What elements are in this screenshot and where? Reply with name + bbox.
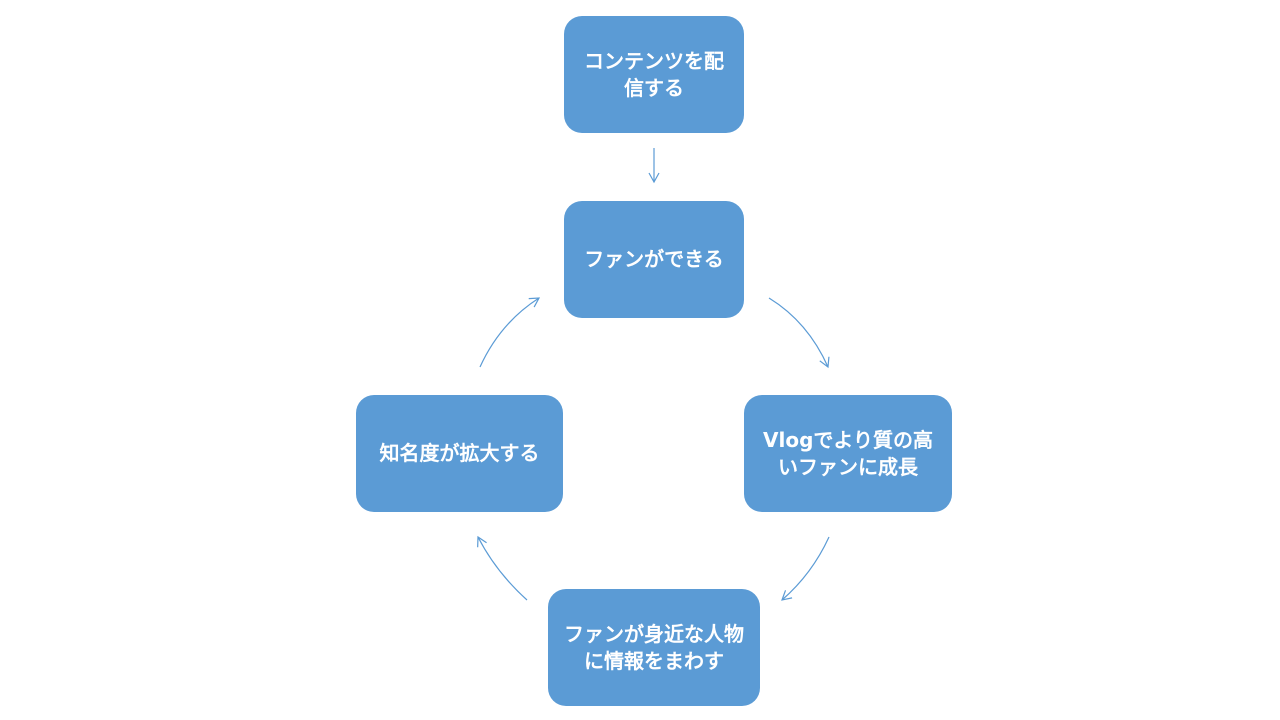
node-label: Vlogでより質の高いファンに成長: [763, 427, 933, 479]
arrow-spread-to-fame: [477, 535, 528, 601]
arrow-fans-to-vlog: [768, 297, 830, 369]
node-vlog-quality-fans: Vlogでより質の高いファンに成長: [744, 395, 952, 512]
node-awareness-grows: 知名度が拡大する: [356, 395, 563, 512]
node-gain-fans: ファンができる: [564, 201, 744, 318]
arrow-vlog-to-spread: [781, 536, 830, 601]
arrow-fame-to-fans: [479, 297, 541, 368]
node-label: コンテンツを配信する: [584, 48, 724, 100]
node-label: 知名度が拡大する: [379, 441, 540, 465]
node-deliver-content: コンテンツを配信する: [564, 16, 744, 133]
node-fans-share-info: ファンが身近な人物に情報をまわす: [548, 589, 760, 706]
node-label: ファンが身近な人物に情報をまわす: [564, 621, 744, 673]
node-label: ファンができる: [584, 247, 724, 271]
